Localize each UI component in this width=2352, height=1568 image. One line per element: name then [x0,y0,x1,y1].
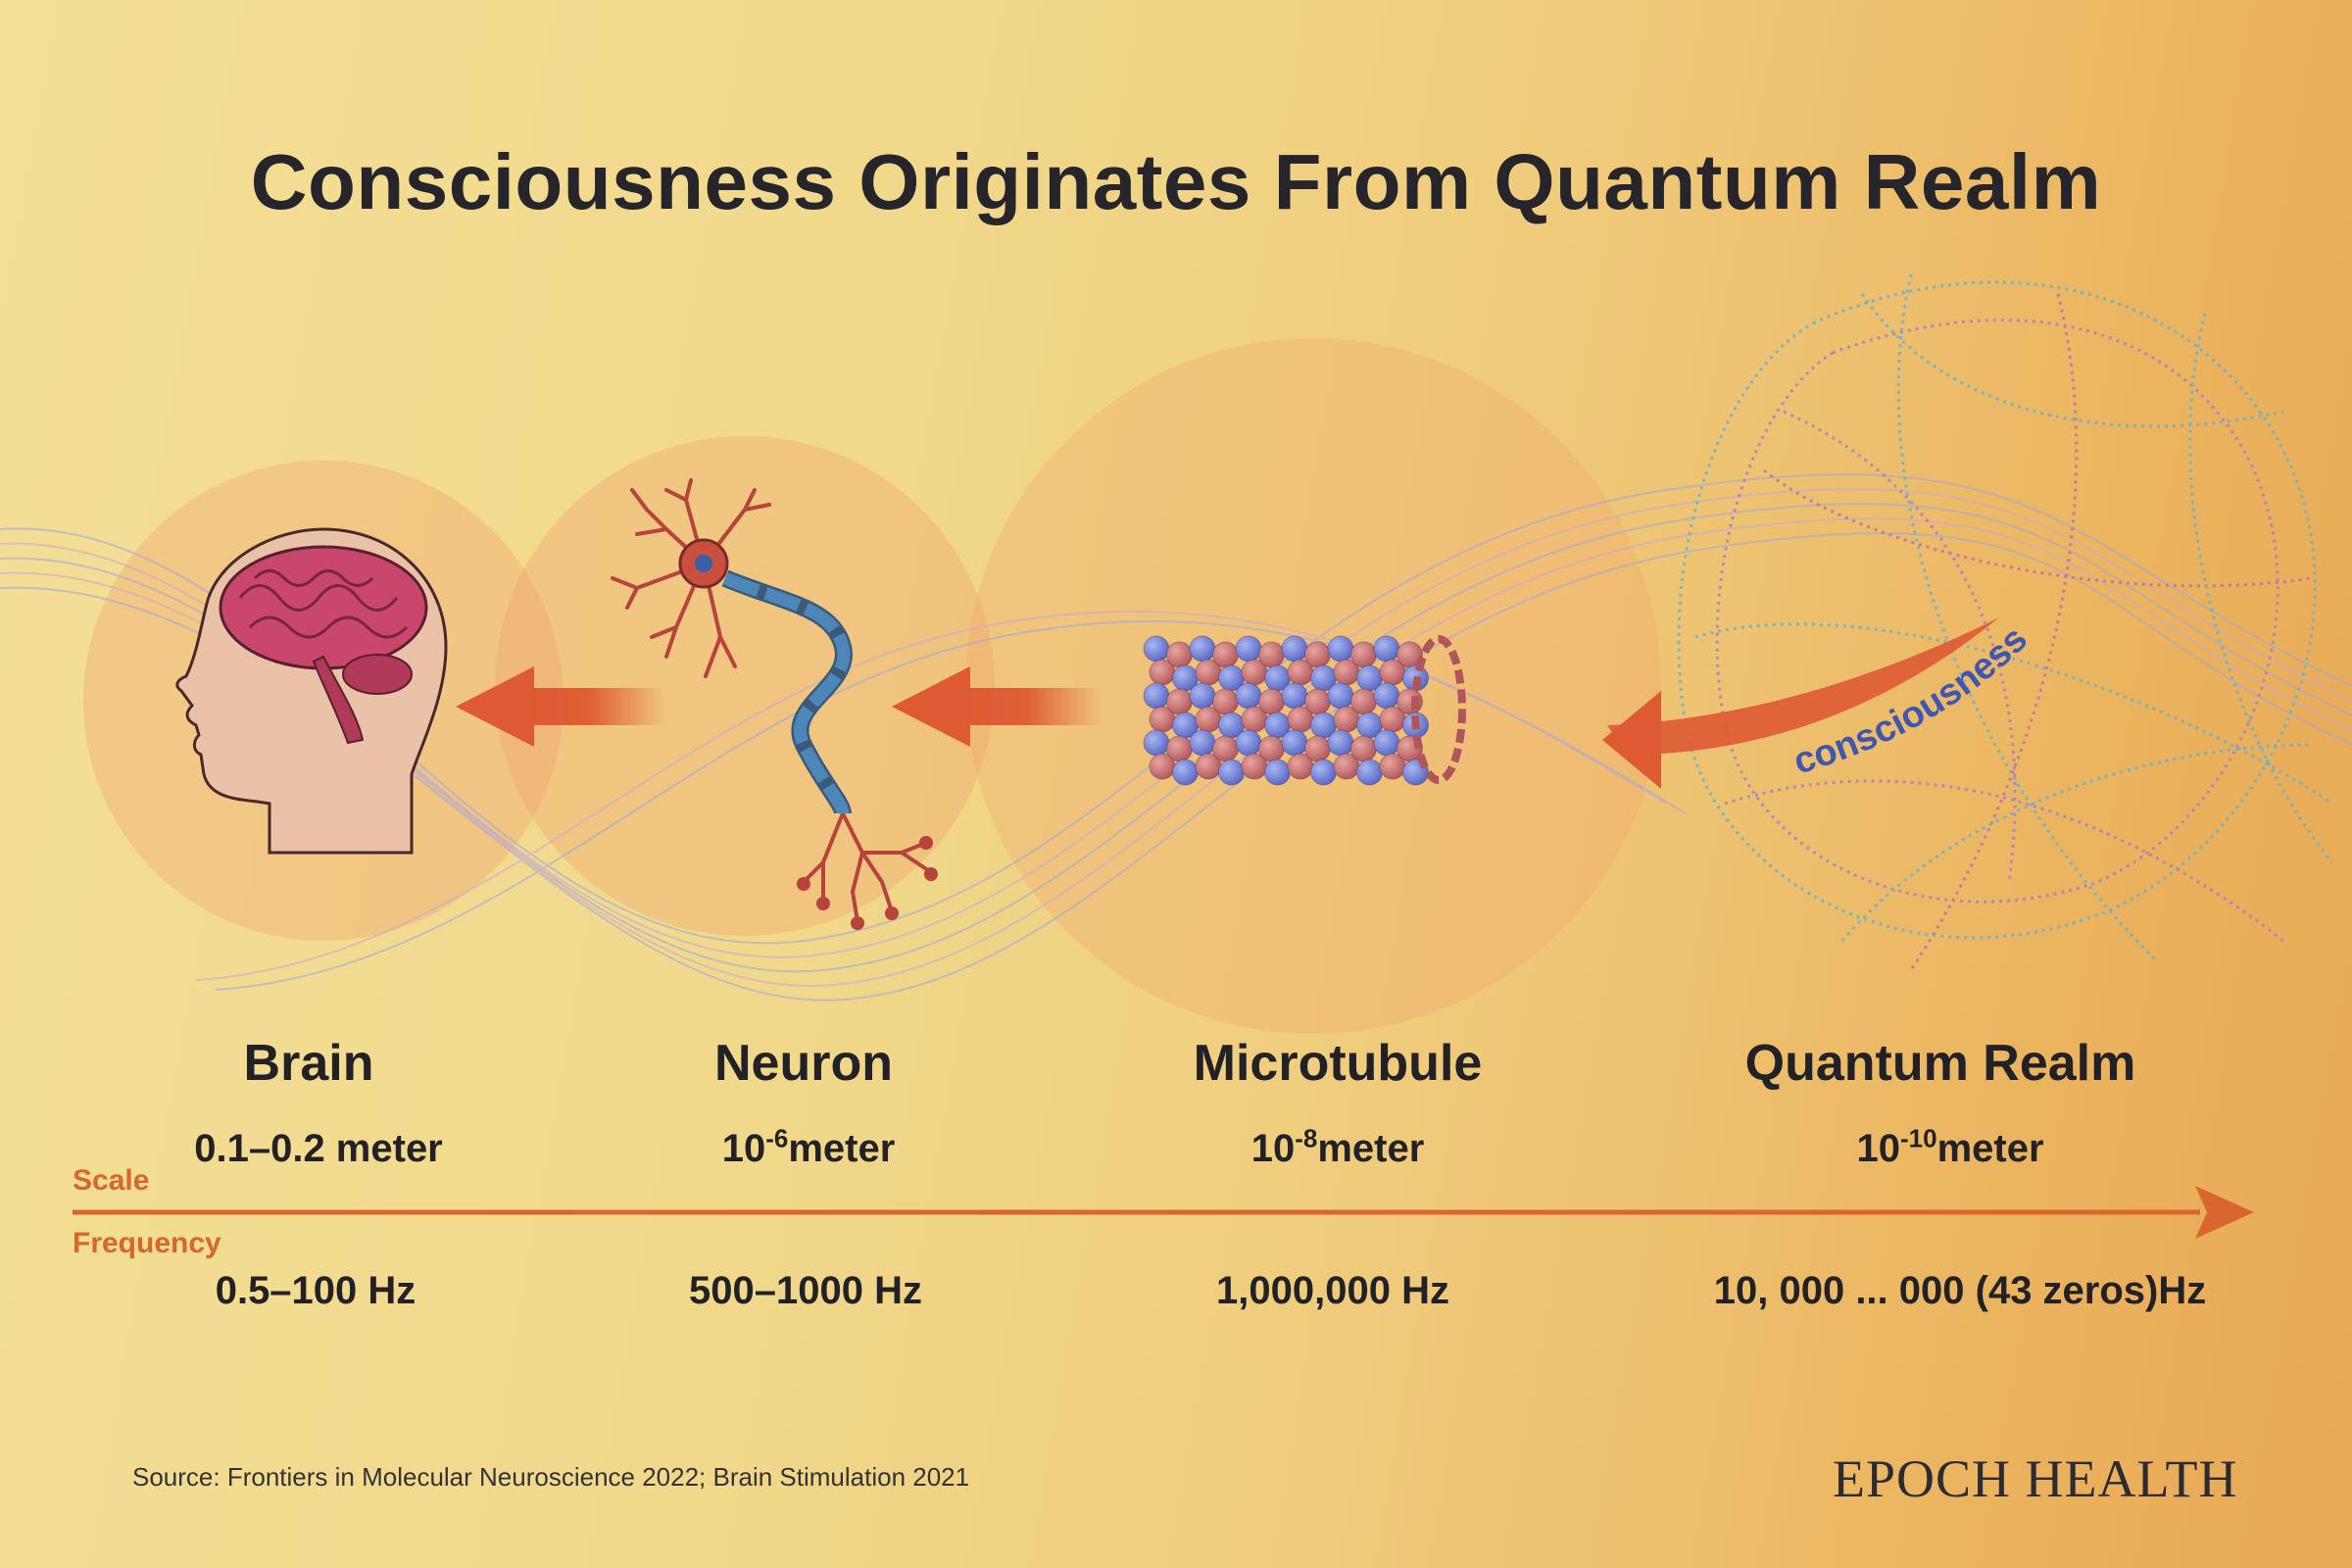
tubulin-bead [1235,729,1262,757]
page-title: Consciousness Originates From Quantum Re… [250,138,2102,225]
consciousness-arrow: consciousness [1602,617,2035,789]
tubulin-bead [1281,635,1308,662]
brain-head-icon [175,527,448,855]
scale-microtubule: 10-8meter [1250,1123,1425,1170]
frequency-brain: 0.5–100 Hz [215,1269,416,1312]
microtubule-end-ring [1411,635,1466,784]
tubulin-bead [1304,641,1331,668]
frequency-neuron: 500–1000 Hz [689,1269,922,1312]
frequency-quantum-realm: 10, 000 ... 000 (43 zeros)Hz [1713,1269,2207,1312]
tubulin-bead [1143,682,1170,710]
tubulin-bead [1350,641,1377,668]
tubulin-bead [1281,729,1308,757]
frequency-microtubule: 1,000,000 Hz [1216,1269,1449,1312]
tubulin-bead [1212,641,1239,668]
tubulin-bead [1172,759,1199,786]
stage-name-brain: Brain [243,1035,374,1092]
tubulin-bead [1264,759,1291,786]
tubulin-bead [1235,635,1262,662]
tubulin-bead [1373,729,1400,757]
scale-neuron: 10-6meter [721,1123,896,1170]
frequency-axis-label: Frequency [73,1227,221,1259]
tubulin-bead [1327,635,1354,662]
tubulin-bead [1218,759,1245,786]
tubulin-bead [1350,688,1377,715]
scale-quantum-realm: 10-10meter [1856,1123,2044,1170]
microtubule-icon [1143,635,1466,786]
tubulin-bead [1189,635,1216,662]
tubulin-bead [1212,735,1239,762]
scale-frequency-axis [73,1186,2254,1239]
tubulin-bead [1373,635,1400,662]
tubulin-bead [1258,735,1285,762]
scale-axis-label: Scale [73,1164,150,1197]
tubulin-bead [1166,735,1193,762]
tubulin-bead [1235,682,1262,710]
tubulin-bead [1143,729,1170,757]
tubulin-bead [1166,641,1193,668]
arrow-neuron-to-brain [456,666,666,747]
arrow-microtubule-to-neuron [892,666,1102,747]
tubulin-bead [1356,759,1383,786]
scale-brain: 0.1–0.2 meter [194,1127,443,1170]
stage-name-neuron: Neuron [714,1035,893,1092]
tubulin-bead [1327,682,1354,710]
tubulin-bead [1310,759,1337,786]
brand-logo: EPOCH HEALTH [1833,1449,2238,1508]
tubulin-bead [1212,688,1239,715]
tubulin-bead [1304,735,1331,762]
tubulin-bead [1258,688,1285,715]
tubulin-bead [1189,682,1216,710]
tubulin-bead [1281,682,1308,710]
tubulin-bead [1189,729,1216,757]
neuron-icon [611,478,938,930]
tubulin-bead [1166,688,1193,715]
stage-name-microtubule: Microtubule [1193,1035,1483,1092]
stage-name-quantum-realm: Quantum Realm [1744,1035,2136,1092]
tubulin-bead [1143,635,1170,662]
tubulin-bead [1258,641,1285,668]
neuron-circle [495,436,995,936]
source-citation: Source: Frontiers in Molecular Neuroscie… [132,1462,970,1492]
tubulin-bead [1350,735,1377,762]
flow-arrows [456,666,1102,747]
tubulin-bead [1327,729,1354,757]
tubulin-bead [1373,682,1400,710]
tubulin-bead [1304,688,1331,715]
quantum-realm-swirl [1677,273,2334,971]
